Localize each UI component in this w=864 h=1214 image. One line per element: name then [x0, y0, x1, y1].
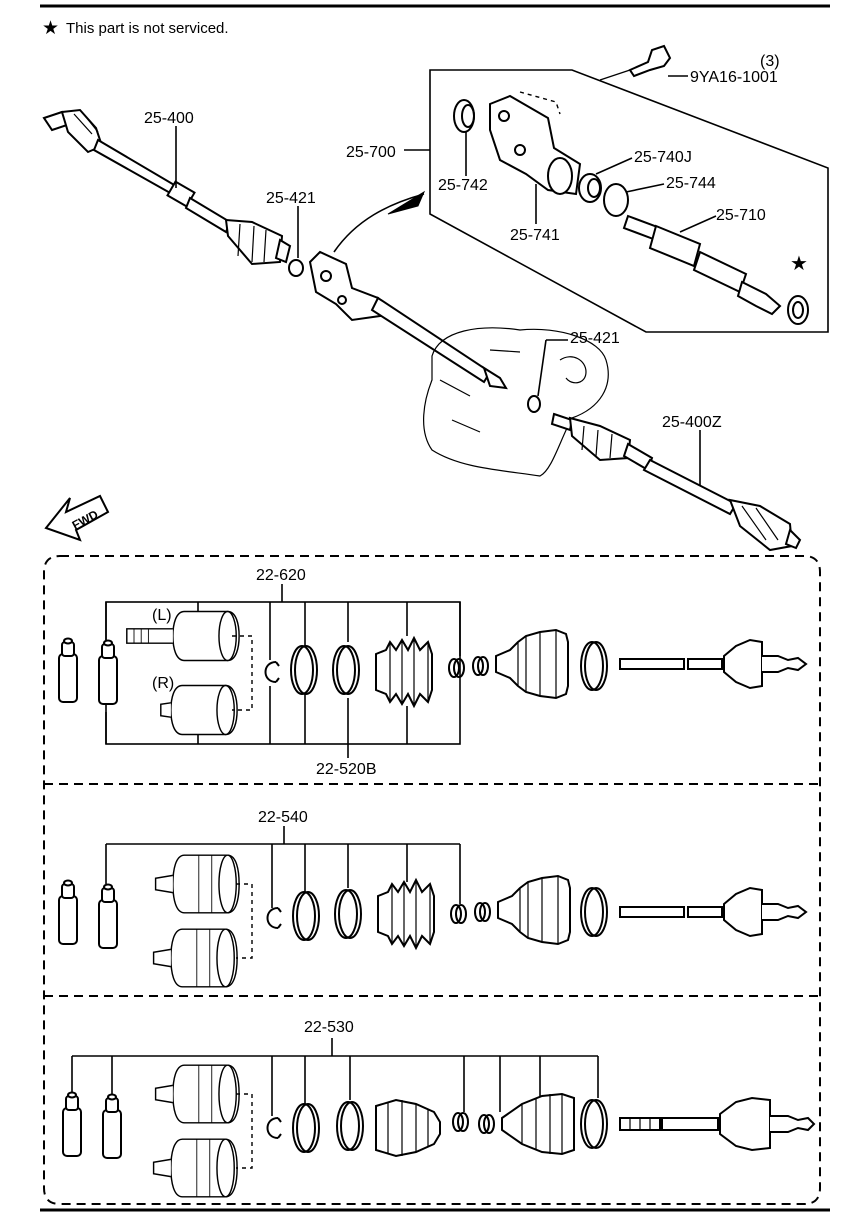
star-mark: ★ [790, 253, 808, 275]
label-25-744: 25-744 [666, 175, 716, 192]
snap-ring-right [527, 395, 541, 413]
ring-25-744 [603, 183, 629, 217]
kit1-left-tag: (L) [152, 607, 172, 624]
oil-seal-25-742 [453, 99, 475, 133]
label-25-400z: 25-400Z [662, 414, 722, 431]
label-25-741: 25-741 [510, 227, 560, 244]
inset-box [429, 69, 829, 333]
snap-ring-left [288, 259, 304, 277]
note-text: This part is not serviced. [66, 20, 229, 37]
kit1-sub-label: 22-520B [316, 761, 377, 778]
bearing-housing-25-741 [489, 91, 582, 196]
kit2-label: 22-540 [258, 809, 308, 826]
fwd-arrow-icon [44, 494, 110, 542]
left-driveshaft [42, 108, 292, 266]
right-driveshaft [550, 412, 802, 552]
kit-22-620 [58, 584, 807, 745]
label-bolt: 9YA16-1001 [690, 69, 778, 86]
label-25-421-right: 25-421 [570, 330, 620, 347]
kit-22-540 [58, 826, 807, 988]
kit1-label: 22-620 [256, 567, 306, 584]
label-25-742: 25-742 [438, 177, 488, 194]
label-25-700: 25-700 [346, 144, 396, 161]
bolt-icon [599, 44, 672, 81]
kit1-right-tag: (R) [152, 675, 174, 692]
label-25-400: 25-400 [144, 110, 194, 127]
bearing-25-740j [578, 173, 602, 203]
star-icon: ★ [42, 18, 59, 39]
label-25-710: 25-710 [716, 207, 766, 224]
label-25-421-left: 25-421 [266, 190, 316, 207]
kit-panel-frame [43, 555, 821, 1205]
label-bolt-qty: (3) [760, 53, 780, 70]
intermediate-shaft-25-710 [622, 214, 782, 316]
kit3-label: 22-530 [304, 1019, 354, 1036]
kit-22-530 [62, 1038, 816, 1198]
center-bearing-bracket [308, 250, 508, 390]
label-25-740j: 25-740J [634, 149, 692, 166]
dust-seal [787, 295, 809, 325]
